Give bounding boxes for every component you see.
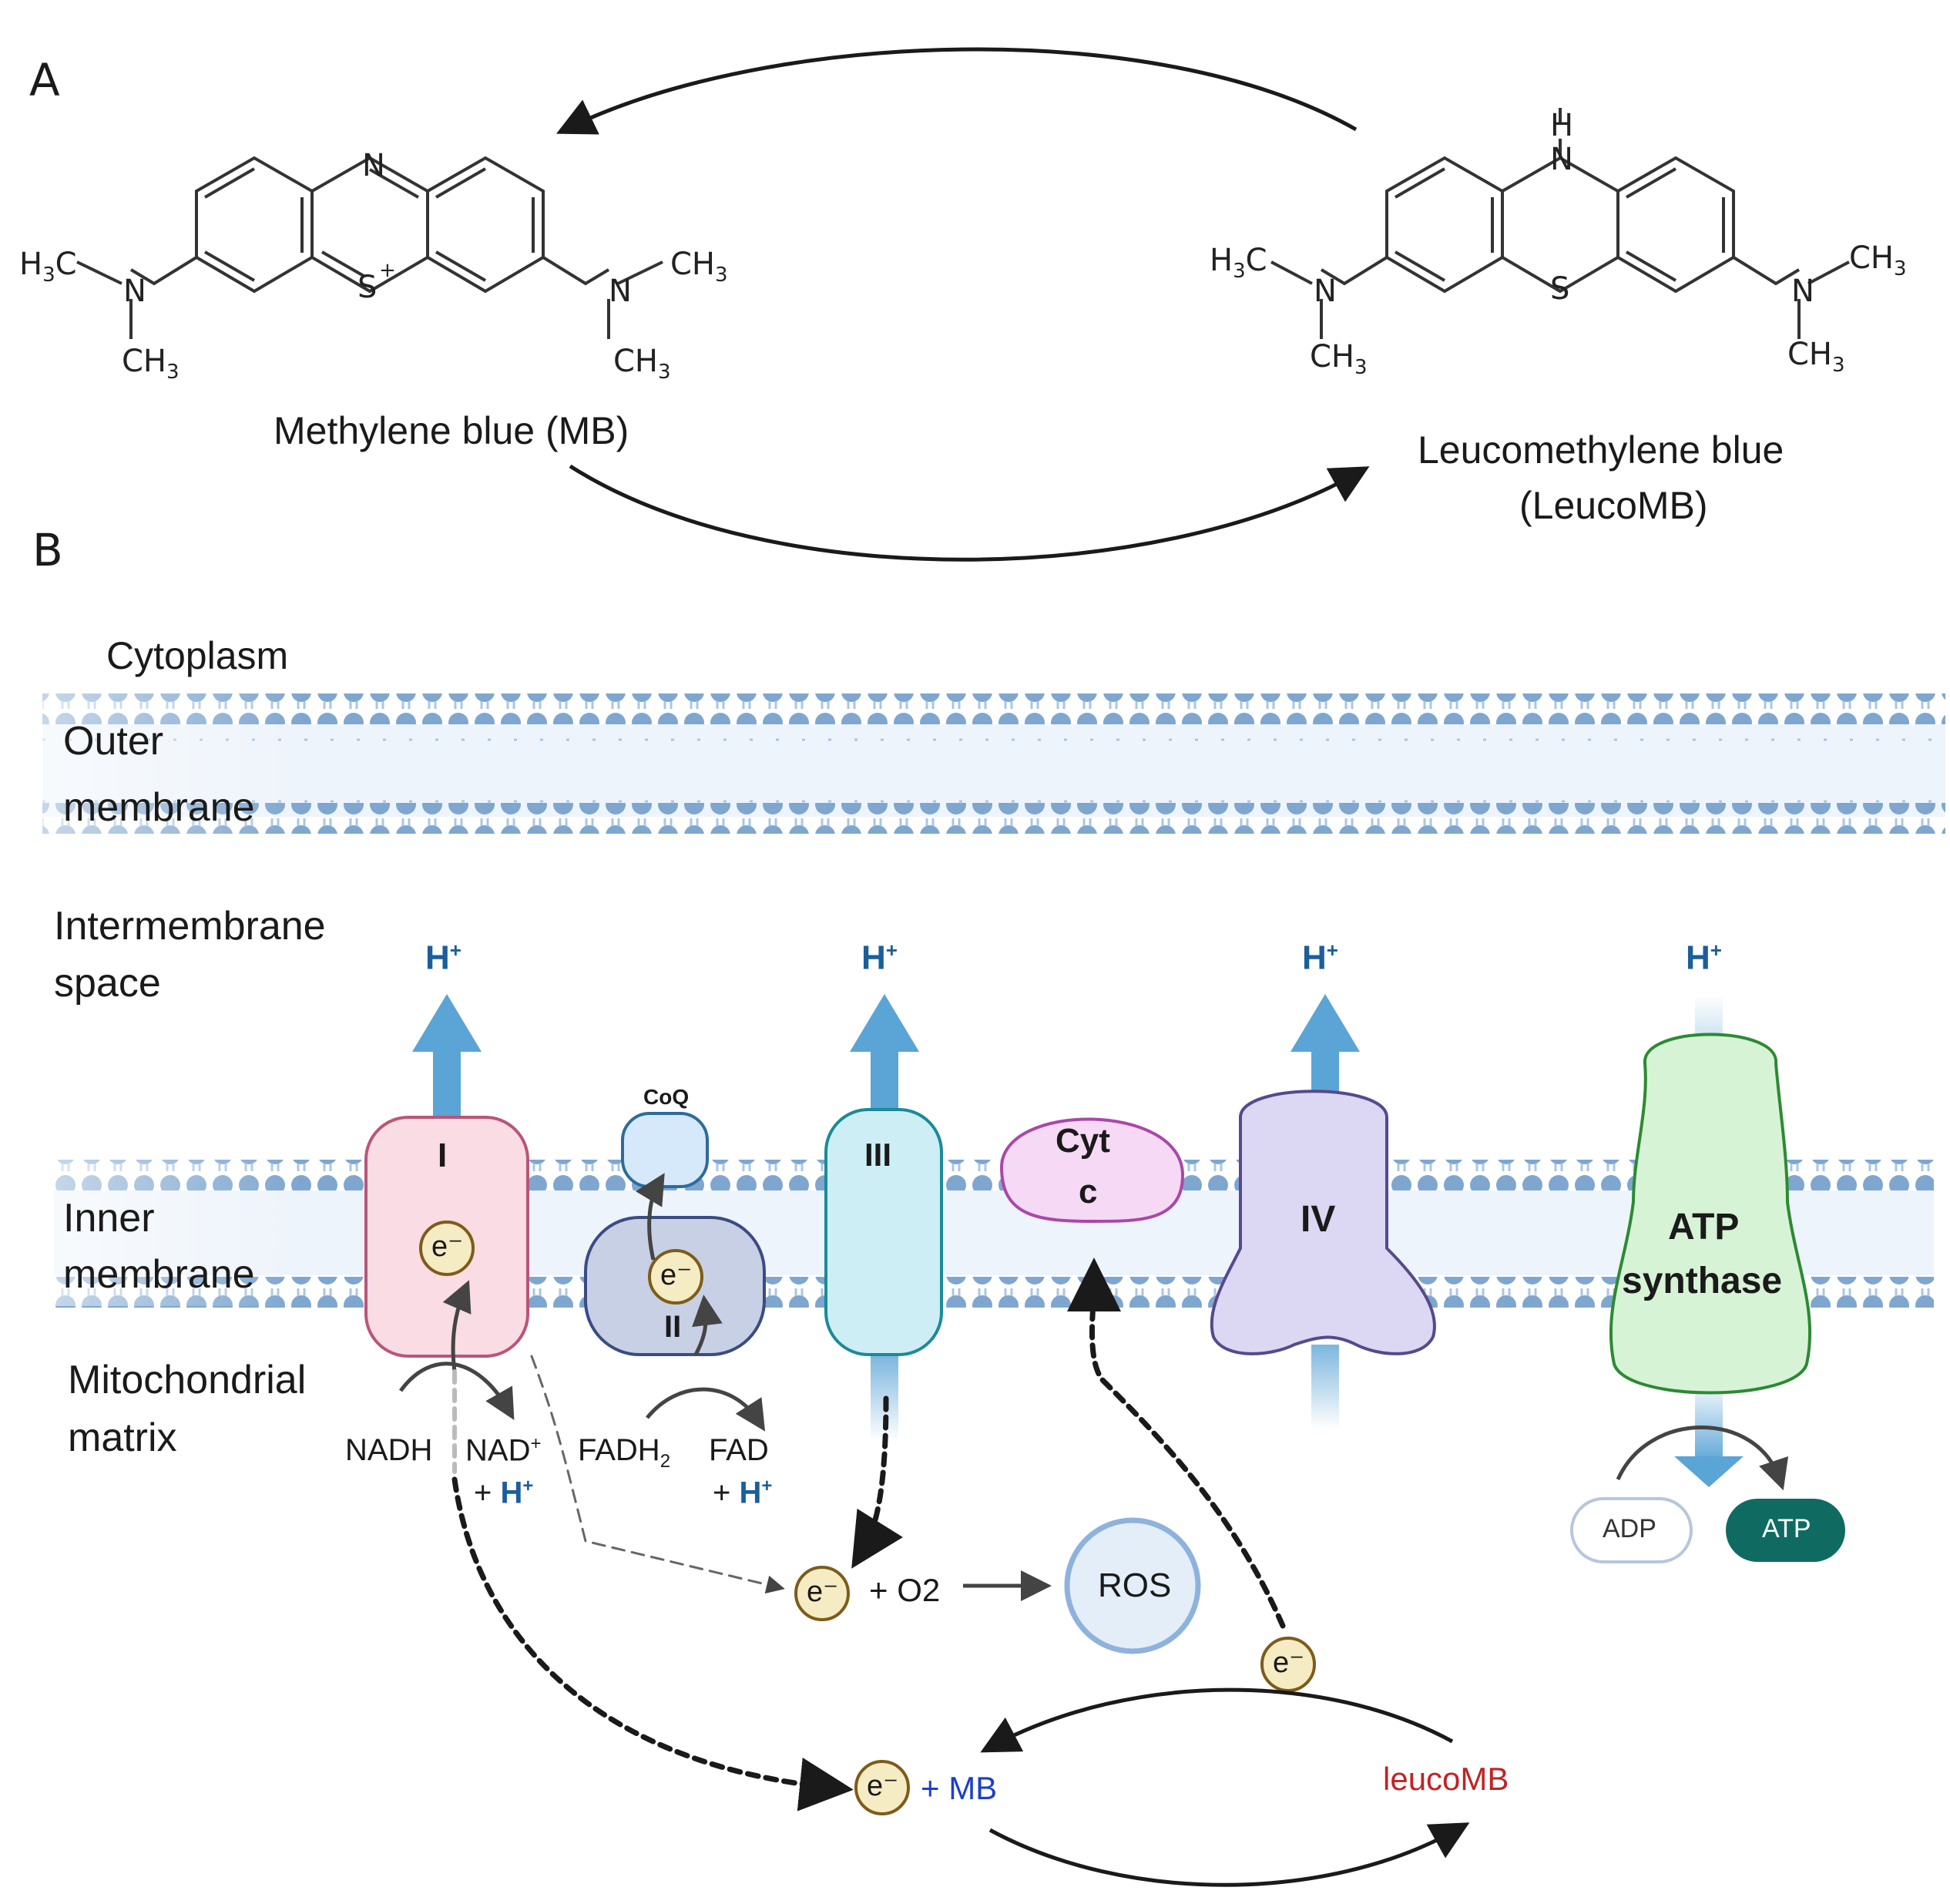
adp-label: ADP bbox=[1603, 1514, 1656, 1543]
mb-name: Methylene blue (MB) bbox=[274, 409, 629, 452]
leucomethylene-blue-structure bbox=[1270, 108, 1850, 339]
reduction-arrow bbox=[569, 464, 1370, 562]
panel-a-label: A bbox=[29, 54, 60, 106]
outer-membrane bbox=[42, 693, 1945, 848]
outer-membrane-label-1: Outer bbox=[63, 719, 164, 764]
inner-membrane-label-1: Inner bbox=[63, 1196, 155, 1241]
mb-right-methyl-2: CH3 bbox=[613, 344, 671, 384]
fadh2-label: FADH2 bbox=[578, 1433, 671, 1472]
coq-label: CoQ bbox=[643, 1085, 690, 1109]
reaction-curves bbox=[398, 1173, 1789, 1601]
mb-left-methyl-2: CH3 bbox=[122, 344, 180, 384]
leucomb-name-line-2: (LeucoMB) bbox=[1519, 484, 1708, 527]
complex-4-label: IV bbox=[1301, 1199, 1336, 1240]
inner-membrane-label-2: membrane bbox=[63, 1252, 255, 1297]
proton-label-complex-4: H+ bbox=[1302, 939, 1338, 977]
cyt-c-label-1: Cyt bbox=[1056, 1122, 1110, 1160]
complex-3-label: III bbox=[864, 1137, 892, 1173]
atp-label: ATP bbox=[1762, 1514, 1811, 1543]
intermembrane-label-2: space bbox=[54, 961, 161, 1006]
electron-label-o2: e⁻ bbox=[807, 1576, 839, 1608]
mb-to-leucomb-arrow bbox=[988, 1822, 1470, 1887]
cytoplasm-label: Cytoplasm bbox=[106, 634, 289, 677]
mb-right-methyl-1: CH3 bbox=[670, 247, 728, 287]
atp-pill bbox=[1726, 1499, 1845, 1562]
mb-label: + MB bbox=[921, 1770, 998, 1806]
leucomb-right-methyl-2: CH3 bbox=[1787, 337, 1845, 377]
panel-b-label: B bbox=[32, 524, 63, 576]
mb-right-n: N bbox=[609, 274, 632, 309]
leucomb-ring-h: H bbox=[1550, 108, 1574, 143]
leucomb-to-mb-arrow bbox=[980, 1687, 1454, 1753]
complex-2-label: II bbox=[664, 1310, 682, 1344]
complex-1-label: I bbox=[438, 1137, 448, 1174]
matrix-label-1: Mitochondrial bbox=[68, 1358, 307, 1402]
leucomb-left-methyl-1: H3C bbox=[1210, 243, 1267, 283]
nad-proton-label: + H+ bbox=[474, 1476, 534, 1510]
leucomb-right-n: N bbox=[1791, 274, 1814, 309]
electron-paths bbox=[451, 1258, 1286, 1812]
fad-label: FAD bbox=[709, 1433, 769, 1467]
leucomb-ring-n: N bbox=[1550, 142, 1573, 177]
intermembrane-label-1: Intermembrane bbox=[54, 904, 326, 949]
cyt-c bbox=[999, 1117, 1185, 1224]
electron-label-mb: e⁻ bbox=[867, 1770, 899, 1802]
mb-ring-plus: + bbox=[379, 259, 396, 282]
proton-label-complex-1: H+ bbox=[425, 939, 461, 977]
leucomb-name-line-1: Leucomethylene blue bbox=[1418, 428, 1784, 472]
adp-pill bbox=[1570, 1497, 1693, 1563]
mb-left-n: N bbox=[123, 274, 146, 309]
leucomb-label: leucoMB bbox=[1383, 1761, 1509, 1797]
nad-label: NAD+ bbox=[465, 1433, 542, 1468]
complex-3 bbox=[824, 1108, 943, 1356]
mb-left-methyl-1: H3C bbox=[19, 247, 77, 287]
atp-synthase bbox=[1609, 1033, 1812, 1395]
atp-synthase-label-2: synthase bbox=[1622, 1261, 1783, 1301]
fad-proton-label: + H+ bbox=[713, 1476, 773, 1510]
leucomb-left-methyl-2: CH3 bbox=[1310, 339, 1368, 379]
leucomb-left-n: N bbox=[1314, 274, 1337, 309]
mb-ring-n: N bbox=[362, 148, 385, 183]
methylene-blue-structure bbox=[76, 156, 663, 339]
atp-synthase-label-1: ATP bbox=[1668, 1207, 1740, 1248]
electron-label-complex-2: e⁻ bbox=[660, 1259, 693, 1291]
oxidation-arrow bbox=[555, 47, 1358, 135]
cyt-c-label-2: c bbox=[1079, 1173, 1098, 1211]
outer-membrane-label-2: membrane bbox=[63, 785, 255, 830]
coq-box bbox=[621, 1112, 709, 1188]
o2-label: + O2 bbox=[869, 1572, 941, 1608]
nadh-label: NADH bbox=[345, 1433, 433, 1467]
ros-circle bbox=[1064, 1517, 1201, 1654]
mb-ring-s: S bbox=[357, 270, 378, 305]
electron-circles bbox=[419, 1221, 1316, 1815]
electron-label-leucomb: e⁻ bbox=[1273, 1647, 1305, 1679]
proton-label-complex-3: H+ bbox=[861, 939, 898, 977]
ros-label: ROS bbox=[1098, 1567, 1172, 1604]
matrix-label-2: matrix bbox=[68, 1415, 177, 1460]
leucomb-right-methyl-1: CH3 bbox=[1849, 240, 1907, 280]
leucomb-ring-s: S bbox=[1550, 271, 1570, 307]
complex-4 bbox=[1210, 1090, 1436, 1355]
electron-label-complex-1: e⁻ bbox=[431, 1231, 464, 1263]
proton-label-atp-synthase: H+ bbox=[1686, 939, 1722, 977]
